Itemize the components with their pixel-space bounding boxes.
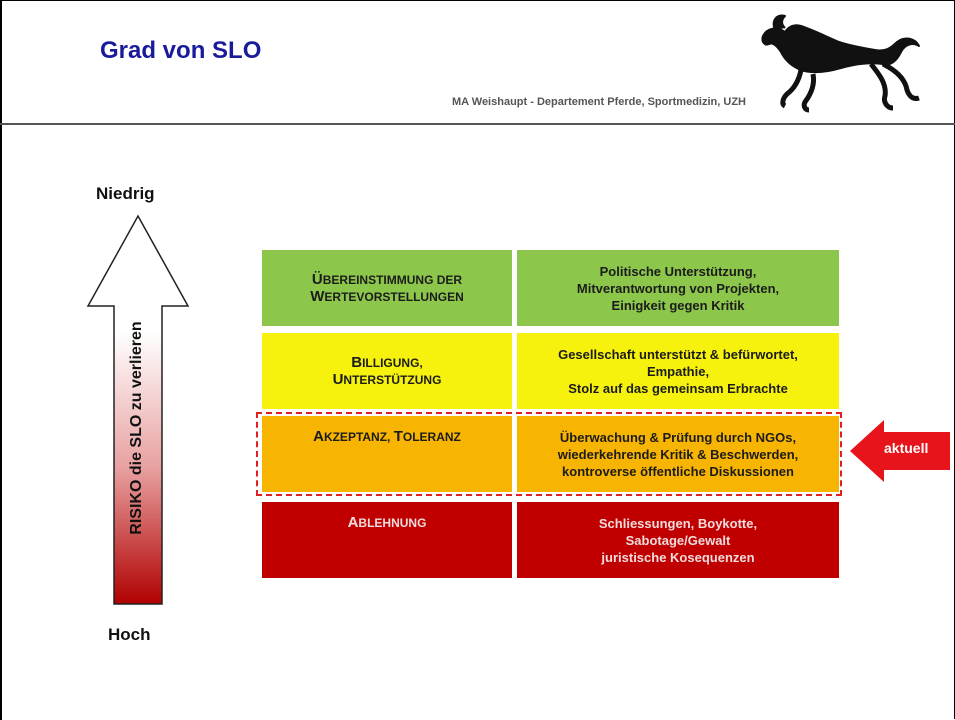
scale-low-label: Niedrig xyxy=(96,184,155,203)
risk-arrow-icon xyxy=(86,214,190,605)
slide-left-border xyxy=(0,0,2,720)
level-details: Gesellschaft unterstützt & befürwortet, … xyxy=(517,333,839,409)
level-details: Schliessungen, Boykotte, Sabotage/Gewalt… xyxy=(517,502,839,578)
current-level-highlight xyxy=(256,412,842,496)
level-details: Überwachung & Prüfung durch NGOs, wieder… xyxy=(517,416,839,492)
header-divider xyxy=(0,123,955,125)
level-row-3: AKZEPTANZ, TOLERANZ Überwachung & Prüfun… xyxy=(262,416,839,492)
level-name: AKZEPTANZ, TOLERANZ xyxy=(262,416,512,492)
current-arrow-icon xyxy=(850,420,950,482)
level-name: BILLIGUNG, UNTERSTÜTZUNG xyxy=(262,333,512,409)
slide-title: Grad von SLO xyxy=(100,37,262,64)
horse-logo-icon xyxy=(761,14,920,113)
scale-high-label: Hoch xyxy=(108,625,151,644)
level-name: ÜBEREINSTIMMUNG DER WERTEVORSTELLUNGEN xyxy=(262,250,512,326)
risk-arrow-label: RISIKO die SLO zu verlieren xyxy=(128,321,145,535)
level-row-4: ABLEHNUNG Schliessungen, Boykotte, Sabot… xyxy=(262,502,839,578)
level-details: Politische Unterstützung, Mitverantwortu… xyxy=(517,250,839,326)
level-row-1: ÜBEREINSTIMMUNG DER WERTEVORSTELLUNGEN P… xyxy=(262,250,839,326)
current-marker-label: aktuell xyxy=(884,440,929,456)
slide-subtitle: MA Weishaupt - Departement Pferde, Sport… xyxy=(452,96,746,108)
level-row-2: BILLIGUNG, UNTERSTÜTZUNG Gesellschaft un… xyxy=(262,333,839,409)
level-name: ABLEHNUNG xyxy=(262,502,512,578)
